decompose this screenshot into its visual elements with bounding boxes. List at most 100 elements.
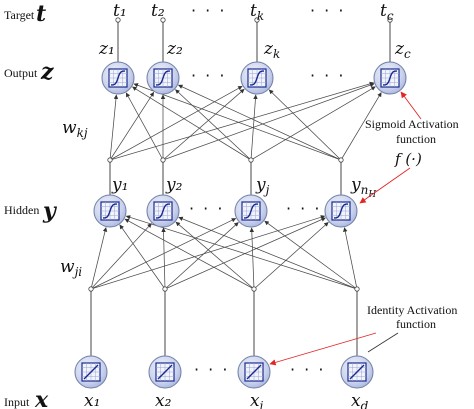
output-node-4 (373, 61, 407, 95)
edge-input4-to-hidden1 (125, 215, 358, 290)
hidden-ellipsis-1: · · · (189, 199, 224, 218)
hidden-label-j: yj (255, 175, 270, 197)
input-label-2: x₂ (155, 391, 172, 409)
edge-input1-to-hidden2 (90, 223, 152, 290)
sigmoid-icon (241, 201, 261, 221)
hidden-label-nh: ynH (350, 175, 376, 200)
target-ellipsis-1: · · · (191, 1, 226, 20)
identity-annotation-line1: Identity Activation (367, 303, 457, 317)
output-label-1: z₁ (98, 39, 115, 59)
sigmoid-annotation-line2: function (396, 132, 436, 146)
hidden-junction-dot-1 (107, 157, 113, 163)
input-node-4 (340, 355, 374, 389)
edge-input2-to-hidden2 (161, 227, 166, 290)
hidden-label-1: y₁ (111, 175, 128, 195)
target-label-k: tk (250, 1, 264, 23)
layer-label-output: Output (4, 66, 38, 80)
identity-icon (155, 362, 175, 382)
edge-hidden1-to-output2 (109, 91, 155, 161)
target-label-c: tc (380, 1, 394, 23)
stubs-layer (90, 22, 391, 356)
output-ellipsis-1: · · · (191, 66, 226, 85)
junction-dots-layer (88, 17, 393, 292)
output-label-k: zk (263, 39, 280, 61)
identity-annotation-line2: function (396, 317, 436, 331)
hidden-junction-dot-3 (248, 157, 254, 163)
sigmoid-icon (153, 68, 173, 88)
edge-hidden4-to-output4 (340, 92, 382, 161)
edge-hidden3-to-output1 (132, 86, 252, 161)
edge-hidden4-to-output3 (268, 89, 342, 161)
edge-input3-to-hidden2 (175, 221, 255, 290)
identity-icon (347, 362, 367, 382)
edge-hidden4-to-output2 (178, 84, 342, 161)
hidden-junction-dot-2 (160, 157, 166, 163)
edge-hidden1-to-output1 (109, 94, 119, 161)
edge-input2-to-hidden3 (164, 222, 239, 290)
edge-hidden4-to-output1 (133, 83, 342, 161)
edge-input1-to-hidden4 (90, 215, 326, 290)
hidden-node-1 (93, 194, 127, 228)
target-junction-dot-2 (160, 17, 166, 23)
input-ellipsis-1: · · · (194, 360, 229, 379)
edge-input4-to-hidden4 (343, 227, 358, 290)
output-label-2: z₂ (166, 39, 183, 59)
layer-label-hidden: Hidden (4, 203, 39, 217)
target-junction-dot-1 (115, 17, 121, 23)
input-label-i: xi (250, 391, 264, 409)
input-junction-dot-4 (354, 286, 360, 292)
sigmoid-arrow-to-hidden (359, 167, 411, 204)
input-ellipsis-2: · · · (290, 360, 325, 379)
hidden-label-2: y₂ (165, 175, 183, 195)
edge-hidden1-to-output3 (109, 85, 243, 161)
input-label-d: xd (351, 391, 369, 409)
edge-input4-to-hidden2 (178, 216, 358, 290)
edge-input3-to-hidden4 (253, 222, 329, 290)
edge-hidden2-to-output4 (162, 83, 375, 161)
sigmoid-arrow-to-output (400, 91, 422, 120)
edge-input3-to-hidden3 (249, 227, 255, 290)
input-label-1: x₁ (84, 391, 100, 409)
edge-hidden3-to-output2 (175, 89, 252, 161)
output-node-1 (101, 61, 135, 95)
layer-symbol-input: x (34, 387, 49, 409)
input-junction-dot-3 (251, 286, 257, 292)
hidden-node-4 (324, 194, 358, 228)
edge-hidden3-to-output4 (250, 86, 376, 161)
hidden-ellipsis-2: · · · (286, 199, 321, 218)
identity-icon (244, 362, 264, 382)
input-node-3 (237, 355, 271, 389)
sigmoid-icon (380, 68, 400, 88)
identity-arrow-to-xi (269, 332, 377, 366)
sigmoid-icon (100, 201, 120, 221)
sigmoid-icon (108, 68, 128, 88)
edge-hidden1-to-output4 (109, 81, 375, 161)
input-junction-dot-2 (162, 286, 168, 292)
edge-input3-to-hidden1 (124, 218, 255, 290)
sigmoid-icon (331, 201, 351, 221)
edges-layer (90, 81, 382, 290)
sigmoid-icon (153, 201, 173, 221)
target-label-2: t₂ (151, 1, 165, 21)
target-junction-dot-3 (254, 17, 260, 23)
layer-symbol-output: z (40, 59, 54, 85)
identity-pointer-to-xd (367, 332, 399, 353)
layer-symbol-target: t (36, 1, 46, 27)
target-ellipsis-2: · · · (310, 1, 345, 20)
input-junction-dot-1 (88, 286, 94, 292)
layer-label-input: Input (4, 395, 30, 409)
output-label-c: zc (394, 39, 411, 61)
edge-input2-to-hidden1 (119, 224, 166, 290)
weight-label-wkj: wkj (62, 118, 88, 140)
layer-label-target: Target (4, 8, 35, 22)
edge-hidden2-to-output1 (125, 92, 164, 161)
output-ellipsis-2: · · · (310, 66, 345, 85)
hidden-junction-dot-4 (338, 157, 344, 163)
hidden-node-3 (234, 194, 268, 228)
input-node-2 (148, 355, 182, 389)
nodes-layer (74, 61, 407, 389)
sigmoid-annotation-line1: Sigmoid Activation (365, 117, 459, 131)
sigmoid-icon (247, 68, 267, 88)
